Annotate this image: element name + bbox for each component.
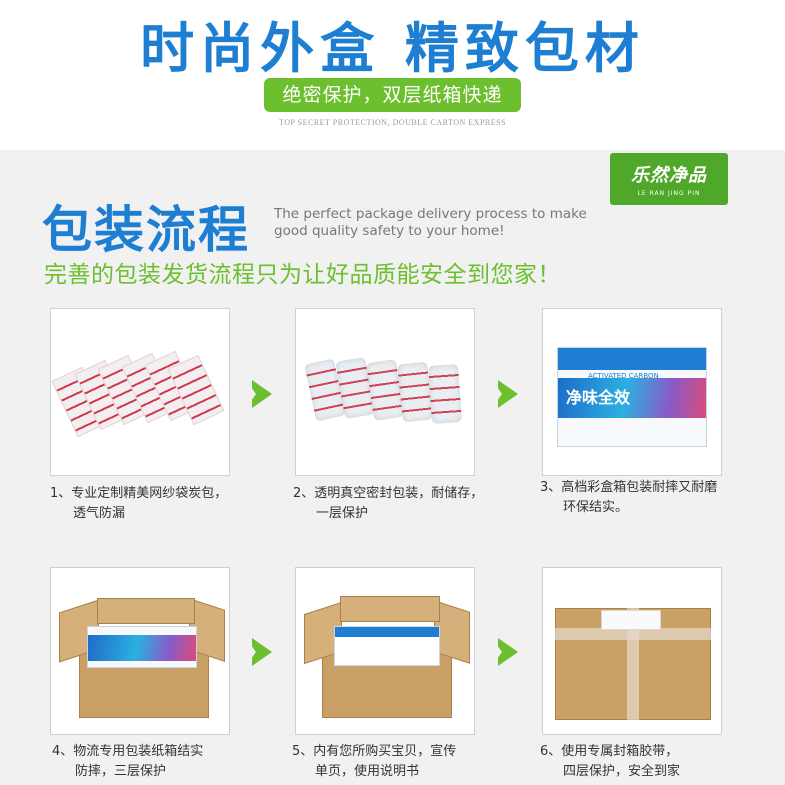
step-3-line2: 环保结实。	[563, 500, 629, 515]
step-4-image	[50, 567, 230, 735]
step-4-line2: 防摔，三层保护	[75, 764, 167, 779]
product-box-en: ACTIVATED CARBON	[588, 372, 659, 380]
section-chinese-tagline: 完善的包装发货流程只为让好品质能安全到您家！	[44, 262, 561, 288]
arrow-icon	[246, 380, 272, 408]
section-title: 包装流程	[42, 201, 250, 259]
step-4-line1: 4、物流专用包装纸箱结实	[52, 744, 204, 759]
logo-subtext: LE RAN JING PIN	[637, 190, 701, 197]
header-subtitle: TOP SECRET PROTECTION, DOUBLE CARTON EXP…	[278, 118, 507, 127]
step-5-line1: 5、内有您所购买宝贝，宣传	[292, 744, 457, 759]
step-4-caption: 4、物流专用包装纸箱结实 防摔，三层保护	[52, 742, 257, 782]
step-2-caption: 2、透明真空密封包装，耐储存， 一层保护	[293, 484, 498, 524]
step-6-caption: 6、使用专属封箱胶带， 四层保护，安全到家	[540, 742, 745, 782]
arrow-icon	[492, 638, 518, 666]
step-3-line1: 3、高档彩盒箱包装耐摔又耐磨	[540, 480, 718, 495]
arrow-icon	[492, 380, 518, 408]
step-5-image	[295, 567, 475, 735]
header-banner: 时尚外盒 精致包材 绝密保护，双层纸箱快递 TOP SECRET PROTECT…	[0, 0, 785, 150]
product-box-name: 净味全效	[566, 388, 631, 407]
step-1-caption: 1、专业定制精美网纱袋炭包， 透气防漏	[50, 484, 255, 524]
step-3-image: ACTIVATED CARBON 净味全效	[542, 308, 722, 476]
protection-pill: 绝密保护，双层纸箱快递	[264, 78, 521, 112]
step-6-image	[542, 567, 722, 735]
step-3-caption: 3、高档彩盒箱包装耐摔又耐磨 环保结实。	[540, 478, 745, 518]
step-5-line2: 单页，使用说明书	[315, 764, 420, 779]
arrow-icon	[246, 638, 272, 666]
step-6-line2: 四层保护，安全到家	[563, 764, 681, 779]
brand-logo: 乐然净品 LE RAN JING PIN	[610, 153, 728, 205]
product-box-icon: ACTIVATED CARBON 净味全效	[557, 347, 707, 447]
section-english-tagline: The perfect package delivery process to …	[274, 206, 587, 239]
step-2-image	[295, 308, 475, 476]
step-6-line1: 6、使用专属封箱胶带，	[540, 744, 679, 759]
step-1-line2: 透气防漏	[73, 506, 126, 521]
step-2-line1: 2、透明真空密封包装，耐储存，	[293, 486, 484, 501]
step-1-image	[50, 308, 230, 476]
logo-text: 乐然净品	[631, 165, 707, 186]
step-2-line2: 一层保护	[316, 506, 369, 521]
step-1-line1: 1、专业定制精美网纱袋炭包，	[50, 486, 228, 501]
step-5-caption: 5、内有您所购买宝贝，宣传 单页，使用说明书	[292, 742, 497, 782]
headline: 时尚外盒 精致包材	[140, 17, 645, 80]
